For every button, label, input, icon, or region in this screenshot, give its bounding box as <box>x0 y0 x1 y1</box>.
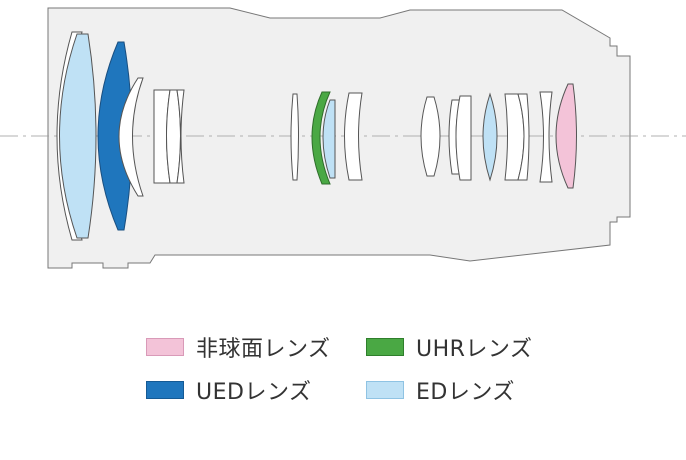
legend-item-ued: UEDレンズ <box>146 377 312 405</box>
legend-label-ued: UEDレンズ <box>196 380 312 405</box>
lens-element-18 <box>539 91 553 183</box>
legend-item-aspherical: 非球面レンズ <box>146 334 331 362</box>
lens-element-9-uhr <box>311 91 331 185</box>
lens-element-2-ed <box>59 33 97 239</box>
lens-element-14 <box>455 95 472 181</box>
lens-element-7 <box>176 89 185 184</box>
legend-label-uhr: UHRレンズ <box>416 337 533 362</box>
lens-barrel <box>47 7 631 269</box>
lens-element-12 <box>420 96 441 177</box>
legend-item-ed: EDレンズ <box>366 377 515 405</box>
lens-element-4 <box>118 77 144 197</box>
legend: 非球面レンズ UHRレンズ UEDレンズ EDレンズ <box>0 330 686 410</box>
lens-element-8 <box>290 93 299 181</box>
legend-swatch-aspherical <box>146 338 184 356</box>
lens-element-17 <box>517 93 530 181</box>
legend-swatch-ed <box>366 381 404 399</box>
legend-swatch-ued <box>146 381 184 399</box>
legend-swatch-uhr <box>366 338 404 356</box>
lens-element-10-ed <box>322 99 336 179</box>
legend-item-uhr: UHRレンズ <box>366 334 533 362</box>
legend-label-ed: EDレンズ <box>416 380 515 405</box>
lens-construction-diagram <box>0 7 686 269</box>
lens-element-11 <box>344 92 363 181</box>
lens-element-19-aspherical <box>555 83 577 189</box>
legend-label-aspherical: 非球面レンズ <box>196 337 331 362</box>
lens-element-15-ed <box>482 92 498 182</box>
